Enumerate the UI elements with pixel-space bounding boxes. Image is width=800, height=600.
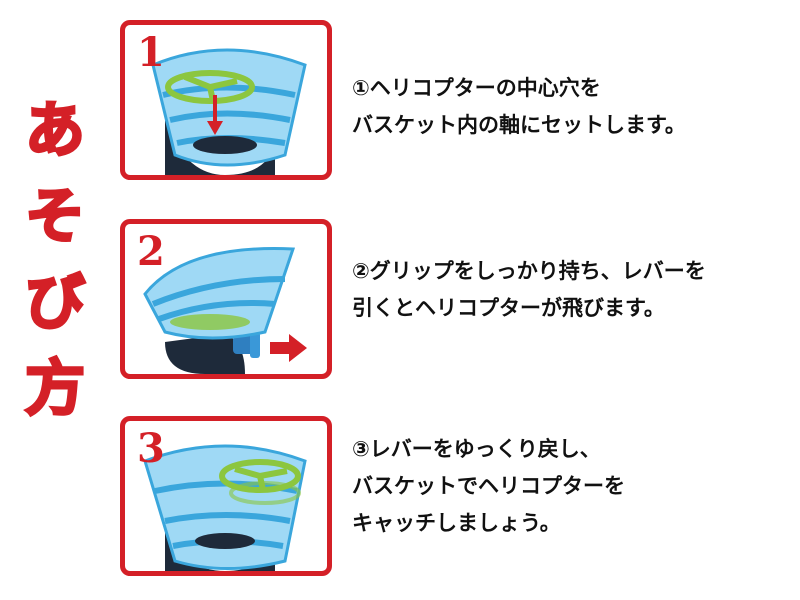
title-char: あ (24, 95, 87, 168)
step-1-panel: 1 (120, 20, 332, 180)
description-line: ①ヘリコプターの中心穴を (352, 76, 601, 100)
description-line: 引くとヘリコプターが飛びます。 (352, 296, 665, 320)
step-number: 1 (137, 29, 165, 76)
step-3-panel: 3 (120, 416, 332, 576)
title-char: 方 (24, 353, 87, 426)
description-line: キャッチしましょう。 (352, 511, 561, 535)
arrow-down-icon (207, 95, 223, 135)
description-line: ②グリップをしっかり持ち、レバーを (352, 259, 706, 283)
description-line: バスケットでヘリコプターを (352, 474, 625, 498)
arrow-right-icon (270, 334, 307, 362)
title-char: そ (24, 181, 87, 254)
step-1-description: ①ヘリコプターの中心穴を バスケット内の軸にセットします。 (352, 70, 686, 144)
propeller-icon (165, 70, 255, 104)
step-3-description: ③レバーをゆっくり戻し、 バスケットでヘリコプターを キャッチしましょう。 (352, 431, 625, 542)
lever-icon (233, 332, 260, 358)
step-3-illustration (143, 444, 307, 571)
step-2-panel: 2 (120, 219, 332, 379)
step-2-description: ②グリップをしっかり持ち、レバーを 引くとヘリコプターが飛びます。 (352, 253, 706, 327)
page-title: あ そ び 方 (0, 88, 110, 432)
step-2-illustration (143, 247, 307, 374)
step-1-illustration (151, 48, 307, 175)
description-line: バスケット内の軸にセットします。 (352, 113, 686, 137)
propeller-icon (219, 459, 301, 505)
step-number: 2 (137, 228, 165, 275)
description-line: ③レバーをゆっくり戻し、 (352, 437, 601, 461)
step-number: 3 (137, 425, 165, 472)
title-char: び (24, 267, 87, 340)
